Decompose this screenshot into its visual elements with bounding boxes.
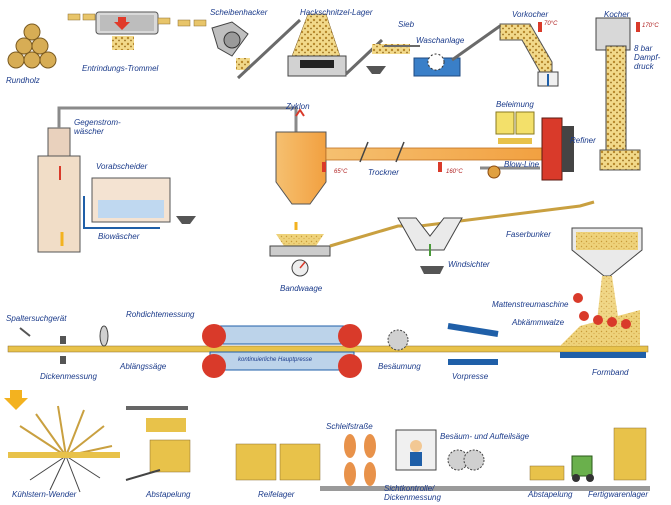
label-dickenmessung: Dickenmessung	[40, 372, 97, 381]
label-gegenstrom: Gegenstrom- wäscher	[74, 118, 121, 136]
combing-rollers	[573, 293, 631, 329]
pre-press	[447, 323, 499, 365]
glue-tanks	[495, 111, 535, 144]
bark-fall	[112, 36, 134, 50]
mat-former	[560, 310, 646, 358]
label-sieb: Sieb	[398, 20, 415, 29]
label-blowline: Blow-Line	[504, 160, 540, 169]
label-vorabscheider: Vorabscheider	[96, 162, 148, 171]
logs-feed	[67, 13, 96, 21]
stacker-2	[529, 465, 565, 481]
trim-cut-saws	[447, 449, 485, 471]
lower-conveyor	[320, 486, 650, 491]
inspection-booth	[395, 429, 437, 471]
trim-saw	[387, 329, 409, 351]
label-waschanlage: Waschanlage	[416, 36, 465, 45]
production-line	[7, 345, 649, 353]
fiber-bunker	[571, 227, 643, 330]
label-refiner: Refiner	[570, 136, 596, 145]
washer	[384, 24, 501, 77]
label-scheibenhacker: Scheibenhacker	[210, 8, 268, 17]
label-formband: Formband	[592, 368, 629, 377]
label-abstapelung-1: Abstapelung	[146, 490, 191, 499]
label-mattenstreu: Mattenstreumaschine	[492, 300, 569, 309]
label-bandwaage: Bandwaage	[280, 284, 323, 293]
label-temp-trockner: 160°C	[446, 169, 463, 175]
label-besaum-aufteil: Besäum- und Aufteilsäge	[440, 432, 530, 441]
label-kuhlstern: Kühlstern-Wender	[12, 490, 77, 499]
label-dampfdruck: 8 bar Dampf- druck	[634, 44, 661, 71]
fiber-weigher	[269, 222, 331, 277]
air-classifier	[397, 217, 463, 274]
refiner-unit	[541, 117, 641, 181]
label-hauptpresse: kontinuierliche Hauptpresse	[238, 357, 313, 363]
log-pieces	[177, 19, 207, 27]
label-ablangssage: Ablängssäge	[120, 362, 167, 371]
label-rundholz: Rundholz	[6, 76, 40, 85]
cut-saw	[99, 325, 109, 347]
cyclone	[275, 108, 327, 205]
main-press	[202, 324, 362, 378]
fiber-conveyor	[329, 200, 595, 248]
label-entrindung: Entrindungs-Trommel	[82, 64, 159, 73]
disc-chipper	[211, 21, 250, 70]
label-beleimung: Beleimung	[496, 100, 534, 109]
label-trockner: Trockner	[368, 168, 399, 177]
label-hackschnitzel: Hackschnitzel-Lager	[300, 8, 373, 17]
label-abstapelung-2: Abstapelung	[528, 490, 573, 499]
log-pile	[7, 23, 57, 69]
sander	[344, 434, 376, 486]
cooker	[595, 17, 640, 157]
cooling-star	[8, 405, 120, 493]
label-vorkocher: Vorkocher	[512, 10, 549, 19]
debarking-drum	[95, 11, 171, 35]
pre-separator	[83, 177, 196, 229]
label-temp-vorkocher: 70°C	[544, 21, 558, 27]
thickness-gauge	[19, 327, 66, 364]
maturing-store	[235, 443, 321, 481]
label-abkamm: Abkämmwalze	[512, 318, 565, 327]
label-spaltersucher: Spaltersuchgerät	[6, 314, 67, 323]
counterflow-washer	[37, 127, 81, 253]
label-fertigwaren: Fertigwarenlager	[588, 490, 649, 499]
forklift	[571, 455, 594, 482]
label-schleifstrasse: Schleifstraße	[326, 422, 373, 431]
down-arrow	[4, 390, 28, 410]
label-zyklon: Zyklon	[286, 102, 310, 111]
label-biowascher: Biowäscher	[98, 232, 140, 241]
chip-conveyor	[236, 18, 302, 80]
label-windsichter: Windsichter	[448, 260, 490, 269]
label-besaumung: Besäumung	[378, 362, 421, 371]
finished-goods-stack	[613, 427, 647, 481]
label-kocher: Kocher	[604, 10, 630, 19]
blow-line	[480, 165, 540, 179]
pre-cooker	[499, 22, 559, 87]
air-pipe	[57, 106, 298, 132]
label-faserbunker: Faserbunker	[506, 230, 551, 239]
label-sichtkontrolle: Sichtkontrolle/ Dickenmessung	[384, 484, 441, 502]
label-reifelager: Reifelager	[258, 490, 295, 499]
label-temp-kocher: 170°C	[642, 23, 659, 29]
stacker-1	[125, 406, 191, 481]
label-rohdichte: Rohdichtemessung	[126, 310, 195, 319]
chip-store	[287, 13, 347, 77]
label-temp-zyklon: 65°C	[334, 169, 348, 175]
label-vorpresse: Vorpresse	[452, 372, 489, 381]
